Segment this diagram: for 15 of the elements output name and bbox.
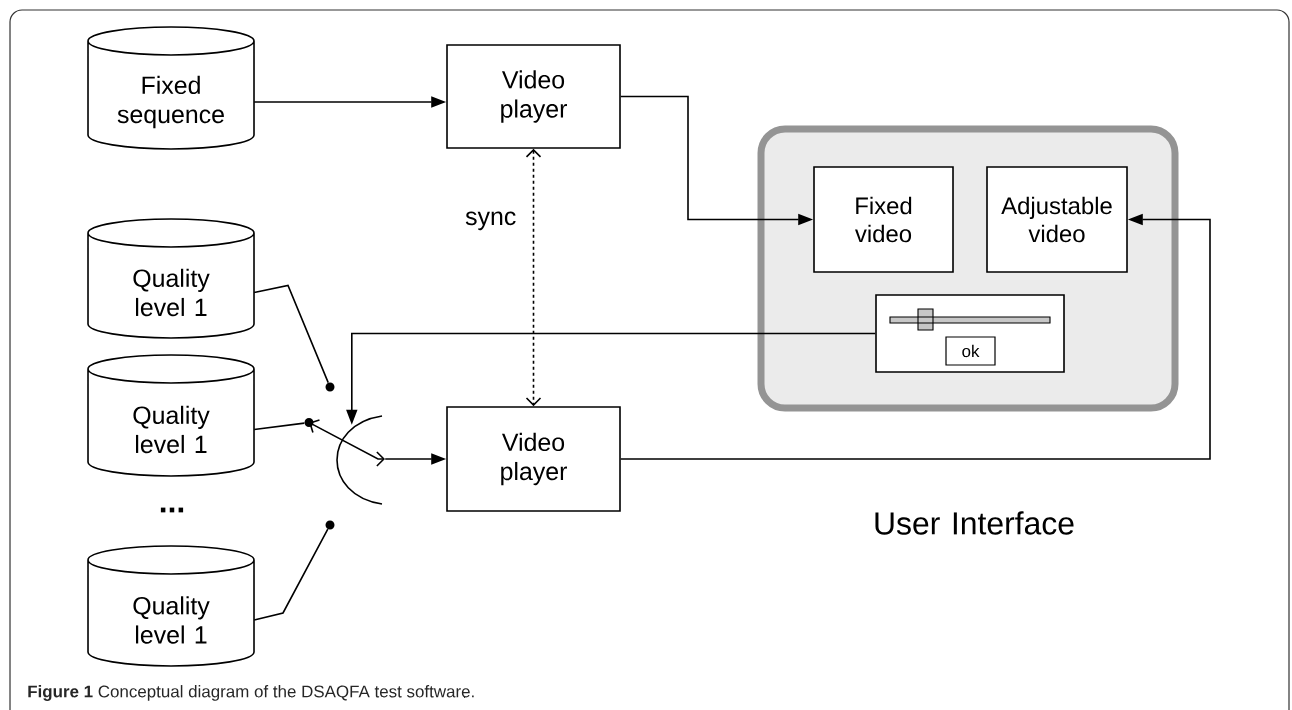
process-box: Fixed video xyxy=(813,166,954,273)
switch-drawing xyxy=(309,415,385,505)
process-box: Adjustable video xyxy=(986,166,1128,273)
process-box: Video player xyxy=(446,406,621,512)
edge-label: sync xyxy=(464,210,518,232)
process-box: Video player xyxy=(446,44,621,149)
database-cylinder: Quality level 1 xyxy=(87,354,255,477)
figure-caption: Figure 1 Conceptual diagram of the DSAQFA test software. xyxy=(28,685,474,701)
ok-button: ok xyxy=(945,336,996,366)
arrow xyxy=(525,148,542,407)
screen-label: User Interface xyxy=(875,511,1074,535)
database-cylinder: Quality level 1 xyxy=(87,545,255,667)
database-cylinder: Quality level 1 xyxy=(87,218,255,339)
database-cylinder: Fixed sequence xyxy=(87,26,255,150)
ellipsis: ... xyxy=(160,507,184,513)
